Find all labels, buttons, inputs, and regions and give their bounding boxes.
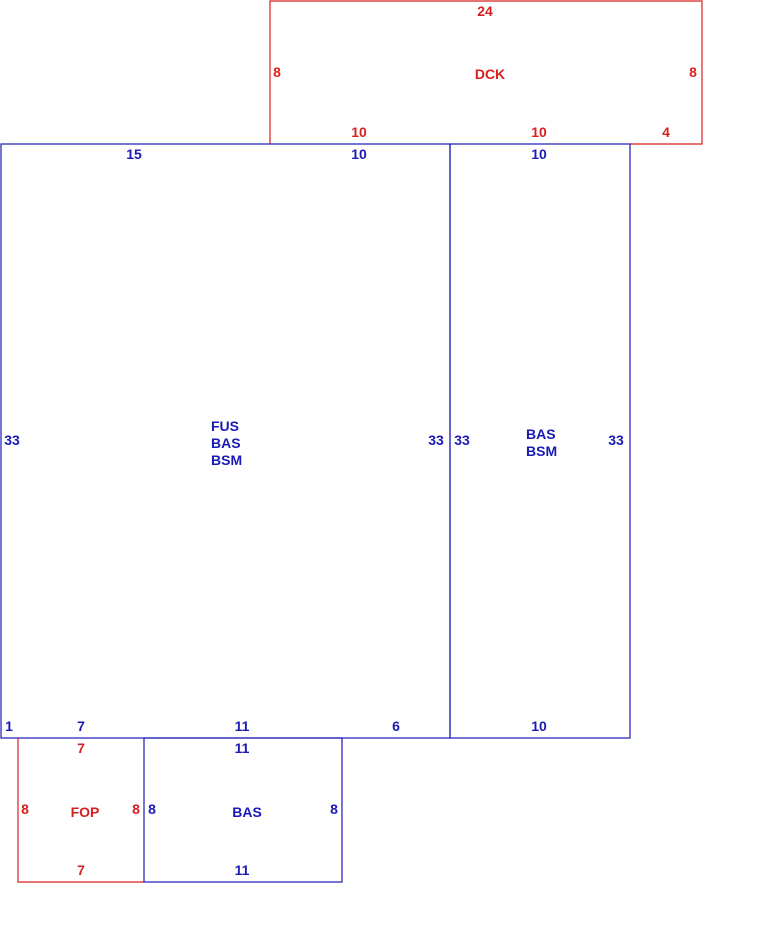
right-outline (449, 143, 631, 739)
main-dim-top-a: 15 (126, 146, 142, 162)
dck-dim-top: 24 (477, 3, 493, 19)
main-dim-bottom-c: 11 (235, 718, 250, 734)
main-dim-left: 33 (4, 432, 20, 448)
right-dim-right: 33 (608, 432, 624, 448)
dck-dim-bottom-a: 10 (351, 124, 367, 140)
dck-dim-left: 8 (273, 64, 281, 80)
right-dim-top: 10 (531, 146, 547, 162)
main-dim-right: 33 (428, 432, 444, 448)
main-label-line-2: BAS (211, 435, 241, 451)
main-dim-bottom-b: 7 (77, 718, 85, 734)
bas-outline (143, 737, 343, 883)
fop-dim-right: 8 (132, 801, 140, 817)
right-label-line-2: BSM (526, 443, 557, 459)
fop-dim-bottom: 7 (77, 862, 85, 878)
bas-dim-left: 8 (148, 801, 156, 817)
bas-dim-right: 8 (330, 801, 338, 817)
main-dim-top-b: 10 (351, 146, 367, 162)
main-label-line-1: FUS (211, 418, 239, 434)
dck-dim-bottom-b: 10 (531, 124, 547, 140)
bas-dim-top: 11 (235, 740, 250, 756)
bas-label: BAS (232, 804, 262, 820)
main-dim-bottom-a: 1 (5, 718, 13, 734)
right-label-line-1: BAS (526, 426, 556, 442)
main-label-line-3: BSM (211, 452, 242, 468)
bas-dim-bottom: 11 (235, 862, 250, 878)
fop-outline (17, 738, 144, 883)
fop-label: FOP (71, 804, 100, 820)
right-dim-left: 33 (454, 432, 470, 448)
dck-outline (269, 0, 703, 145)
right-dim-bottom: 10 (531, 718, 547, 734)
dck-label: DCK (475, 66, 505, 82)
dck-dim-right: 8 (689, 64, 697, 80)
fop-dim-top: 7 (77, 740, 85, 756)
dck-dim-bottom-c: 4 (662, 124, 670, 140)
main-dim-bottom-d: 6 (392, 718, 400, 734)
fop-dim-left: 8 (21, 801, 29, 817)
